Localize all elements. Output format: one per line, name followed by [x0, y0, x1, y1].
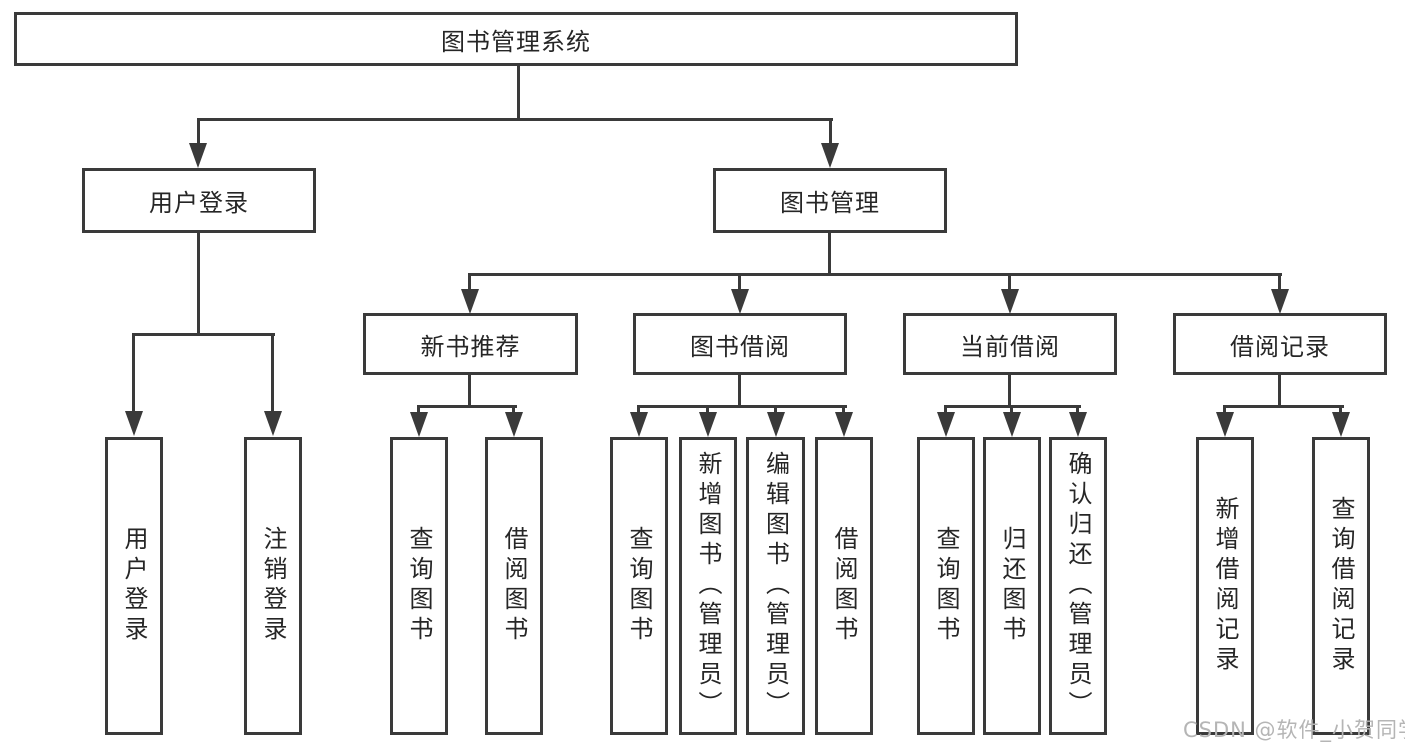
arrow-down-icon — [1001, 289, 1019, 314]
node-book-management: 图书管理 — [713, 168, 947, 233]
arrow-down-icon — [699, 412, 717, 437]
arrow-down-icon — [630, 412, 648, 437]
leaf-return-books: 归还图书 — [983, 437, 1041, 735]
arrow-down-icon — [505, 412, 523, 437]
arrow-down-icon — [1216, 412, 1234, 437]
connector-trunk — [468, 375, 471, 408]
connector-book-mgmt-hline — [468, 273, 1282, 276]
connector-stem-leaf — [637, 405, 640, 415]
arrow-down-icon — [189, 143, 207, 168]
leaf-borrow-books-recommend: 借阅图书 — [485, 437, 543, 735]
arrow-down-icon — [410, 412, 428, 437]
arrow-down-icon — [1003, 412, 1021, 437]
node-label: 用户登录 — [149, 189, 249, 217]
node-new-book-recommendation: 新书推荐 — [363, 313, 578, 375]
connector-stem-leaf — [417, 405, 420, 415]
arrow-down-icon — [461, 289, 479, 314]
node-current-borrowing: 当前借阅 — [903, 313, 1117, 375]
leaf-label: 查询借阅记录 — [1327, 496, 1355, 676]
leaf-add-borrow-record: 新增借阅记录 — [1196, 437, 1254, 735]
connector-level1-hline — [197, 118, 833, 121]
connector-stem-level3 — [738, 273, 741, 291]
leaf-label: 新增图书（管理员） — [694, 451, 722, 721]
arrow-down-icon — [731, 289, 749, 314]
leaf-label: 查询图书 — [625, 526, 653, 646]
node-label: 图书管理 — [780, 189, 880, 217]
connector-stem-level3 — [468, 273, 471, 291]
connector-book-mgmt-trunk — [828, 233, 831, 276]
leaf-logout-login: 注销登录 — [244, 437, 302, 735]
leaf-add-books-admin: 新增图书（管理员） — [679, 437, 737, 735]
leaf-label: 借阅图书 — [500, 526, 528, 646]
connector-stem-leaf — [1339, 405, 1342, 415]
node-label: 借阅记录 — [1230, 332, 1330, 361]
arrow-down-icon — [937, 412, 955, 437]
arrow-down-icon — [264, 411, 282, 436]
connector-stem-leaf — [842, 405, 845, 415]
node-label: 新书推荐 — [420, 332, 521, 361]
connector-stem-leaf — [1223, 405, 1226, 415]
connector-root-trunk — [517, 64, 520, 120]
arrow-down-icon — [1271, 289, 1289, 314]
leaf-query-books-borrowing: 查询图书 — [610, 437, 668, 735]
arrow-down-icon — [835, 412, 853, 437]
arrow-down-icon — [1069, 412, 1087, 437]
connector-stem-user-login — [197, 118, 200, 146]
node-label: 图书借阅 — [690, 332, 790, 361]
leaf-query-books-current: 查询图书 — [917, 437, 975, 735]
leaf-label: 确认归还（管理员） — [1064, 451, 1092, 721]
node-user-login: 用户登录 — [82, 168, 316, 233]
node-book-borrowing: 图书借阅 — [633, 313, 847, 375]
node-label: 当前借阅 — [960, 332, 1060, 361]
connector-stem-book-mgmt — [829, 118, 832, 146]
connector-stem-leaf — [132, 333, 135, 413]
node-label: 图书管理系统 — [441, 27, 591, 56]
watermark: CSDN @软件_小贺同学 — [1183, 718, 1405, 742]
leaf-label: 编辑图书（管理员） — [761, 451, 790, 721]
leaf-label: 借阅图书 — [830, 526, 858, 646]
connector-stem-level3 — [1278, 273, 1281, 291]
leaf-label: 查询图书 — [932, 526, 960, 646]
leaf-borrow-books-borrowing: 借阅图书 — [815, 437, 873, 735]
connector-stem-level3 — [1008, 273, 1011, 291]
arrow-down-icon — [125, 411, 143, 436]
leaf-query-books-recommend: 查询图书 — [390, 437, 448, 735]
connector-hline — [1223, 405, 1344, 408]
leaf-confirm-return-admin: 确认归还（管理员） — [1049, 437, 1107, 735]
leaf-edit-books-admin: 编辑图书（管理员） — [746, 437, 805, 735]
leaf-query-borrow-record: 查询借阅记录 — [1312, 437, 1370, 735]
connector-stem-leaf — [271, 333, 274, 413]
arrow-down-icon — [767, 412, 785, 437]
node-library-management-system: 图书管理系统 — [14, 12, 1018, 66]
connector-stem-leaf — [1010, 405, 1013, 415]
leaf-label: 归还图书 — [998, 526, 1026, 646]
connector-stem-leaf — [944, 405, 947, 415]
leaf-label: 注销登录 — [259, 526, 287, 646]
connector-hline — [417, 405, 517, 408]
node-borrowing-records: 借阅记录 — [1173, 313, 1387, 375]
connector-trunk — [1278, 375, 1281, 408]
arrow-down-icon — [821, 143, 839, 168]
connector-stem-leaf — [774, 405, 777, 415]
connector-user-login-hline — [132, 333, 275, 336]
arrow-down-icon — [1332, 412, 1350, 437]
connector-trunk — [738, 375, 741, 408]
leaf-label: 用户登录 — [120, 526, 148, 646]
connector-user-login-trunk — [197, 233, 200, 336]
leaf-label: 查询图书 — [405, 526, 433, 646]
leaf-label: 新增借阅记录 — [1211, 496, 1239, 676]
connector-hline — [637, 405, 847, 408]
connector-stem-leaf — [706, 405, 709, 415]
connector-stem-leaf — [512, 405, 515, 415]
connector-trunk — [1008, 375, 1011, 408]
connector-stem-leaf — [1076, 405, 1079, 415]
leaf-user-login: 用户登录 — [105, 437, 163, 735]
